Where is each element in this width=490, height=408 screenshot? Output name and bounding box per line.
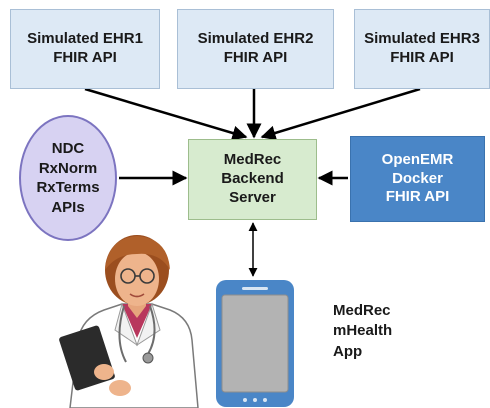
openemr-docker-box: OpenEMR Docker FHIR API	[350, 136, 485, 222]
simulated-ehr3-box: Simulated EHR3 FHIR API	[354, 9, 490, 89]
openemr-line3: FHIR API	[385, 188, 450, 206]
openemr-line2: Docker	[392, 169, 443, 187]
ehr1-subtitle: FHIR API	[53, 49, 117, 66]
medrec-app-label: MedRec mHealth App	[333, 301, 392, 362]
simulated-ehr2-box: Simulated EHR2 FHIR API	[177, 9, 334, 89]
ehr3-title: Simulated EHR3	[364, 30, 480, 48]
ehr2-title: Simulated EHR2	[197, 30, 314, 48]
arrow-ehr3-to-backend	[260, 87, 421, 141]
apis-line3: RxTerms	[36, 179, 100, 196]
backend-line1: MedRec	[223, 151, 282, 169]
drug-apis-ellipse: NDC RxNorm RxTerms APIs	[19, 115, 117, 241]
app-line1: MedRec	[333, 302, 391, 319]
ehr3-subtitle: FHIR API	[390, 49, 454, 66]
apis-line4: APIs	[51, 198, 85, 216]
app-line2: mHealth	[333, 322, 393, 340]
apis-line2: RxNorm	[38, 159, 98, 177]
arrow-ehr1-to-backend	[84, 87, 248, 141]
backend-line2: Backend	[221, 170, 284, 188]
medrec-backend-server-box: MedRec Backend Server	[188, 139, 317, 220]
ehr1-title: Simulated EHR1	[27, 30, 143, 48]
app-line3: App	[333, 342, 363, 360]
backend-line3: Server	[229, 188, 276, 206]
ehr2-subtitle: FHIR API	[223, 49, 288, 66]
apis-line1: NDC	[51, 140, 85, 157]
openemr-line1: OpenEMR	[381, 150, 454, 168]
simulated-ehr1-box: Simulated EHR1 FHIR API	[10, 9, 160, 89]
